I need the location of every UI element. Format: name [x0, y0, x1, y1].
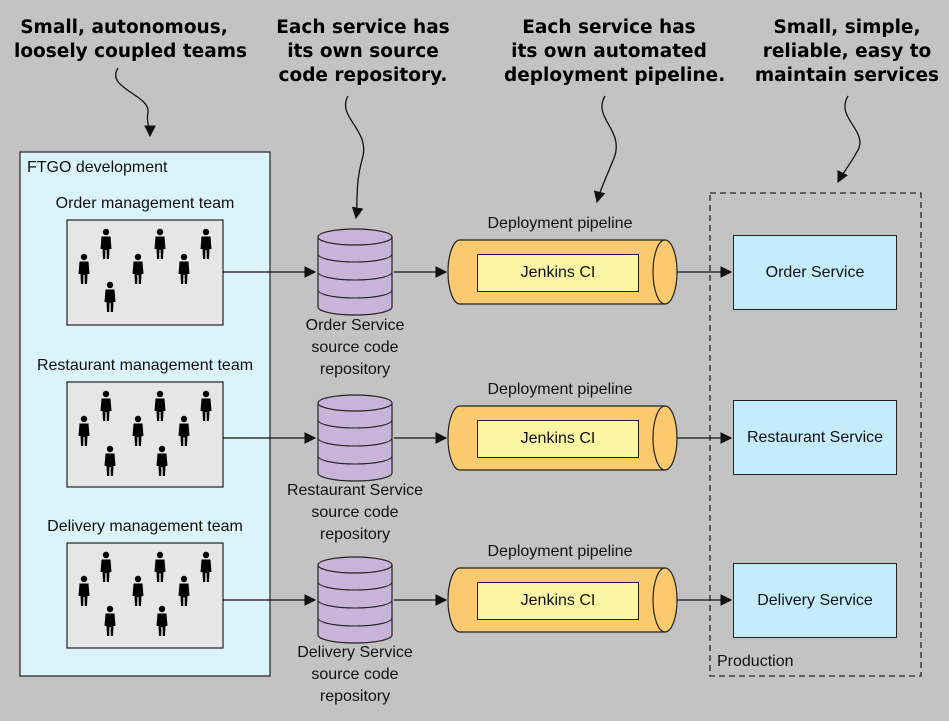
service-box-delivery: Delivery Service	[733, 563, 897, 638]
repo-cylinder-delivery	[317, 556, 393, 644]
repo-cylinder-band	[317, 437, 393, 447]
team-label-order: Order management team	[55, 195, 235, 212]
pipeline-label-order: Deployment pipeline	[487, 215, 633, 232]
pipeline-label-delivery: Deployment pipeline	[487, 543, 633, 560]
team-box-delivery	[66, 542, 224, 649]
repo-cylinder-band	[317, 617, 393, 627]
callout-arrow-pipelines	[593, 95, 617, 204]
production-container	[709, 192, 922, 677]
production-title: Production	[717, 653, 794, 670]
repo-cylinder-restaurant	[317, 394, 393, 482]
repo-cylinder-body	[317, 565, 393, 644]
repo-cylinder-band	[317, 271, 393, 281]
repo-cylinder-body	[317, 237, 393, 316]
repo-cylinder-order	[317, 228, 393, 316]
repo-cylinder-top	[317, 228, 393, 246]
pipeline-label-restaurant: Deployment pipeline	[487, 381, 633, 398]
callout-arrow-teams	[115, 67, 156, 138]
team-box-order	[66, 219, 224, 326]
team-box-restaurant	[66, 381, 224, 488]
development-title: FTGO development	[27, 159, 168, 176]
repo-cylinder-band	[317, 455, 393, 465]
repo-cylinder-band	[317, 419, 393, 429]
jenkins-ci-box-restaurant: Jenkins CI	[477, 420, 639, 458]
repo-cylinder-top	[317, 556, 393, 574]
callout-arrow-repos	[345, 95, 365, 220]
service-box-restaurant: Restaurant Service	[733, 400, 897, 475]
callout-arrow-services	[837, 95, 861, 184]
team-label-delivery: Delivery management team	[47, 518, 243, 535]
repo-cylinder-band	[317, 599, 393, 609]
service-box-order: Order Service	[733, 235, 897, 310]
repo-cylinder-band	[317, 289, 393, 299]
jenkins-ci-box-order: Jenkins CI	[477, 254, 639, 292]
team-label-restaurant: Restaurant management team	[36, 357, 254, 374]
callout-teams: Small, autonomous,loosely coupled teams	[14, 17, 247, 62]
jenkins-ci-box-delivery: Jenkins CI	[477, 582, 639, 620]
repo-cylinder-body	[317, 403, 393, 482]
repo-cylinder-band	[317, 581, 393, 591]
repo-cylinder-top	[317, 394, 393, 412]
repo-cylinder-band	[317, 253, 393, 263]
